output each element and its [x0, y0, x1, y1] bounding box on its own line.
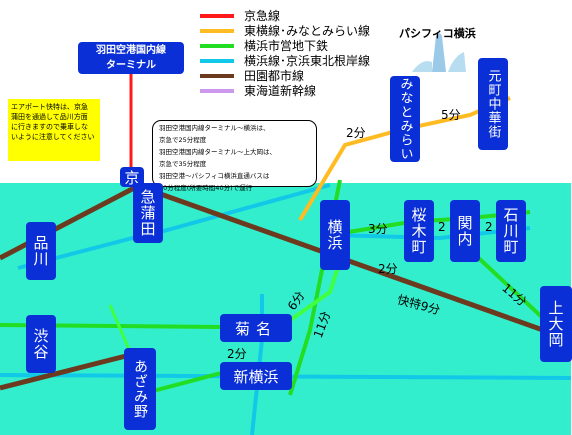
station-ishikawacho[interactable]: 石川町 [496, 200, 526, 262]
station-sakuragicho[interactable]: 桜木町 [404, 200, 434, 262]
station-shibuya[interactable]: 渋谷 [26, 315, 56, 373]
legend-swatch [200, 14, 234, 18]
denentoshi-line [0, 353, 127, 391]
pacifico-yokohama-label: パシフィコ横浜 [399, 27, 476, 40]
legend-item-jr: 横浜線･京浜東北根岸線 [200, 53, 440, 69]
legend-item-shinkansen: 東海道新幹線 [200, 83, 440, 99]
time-kikuna-shinyokohama: 2分 [227, 347, 247, 361]
legend-label: 東横線･みなとみらい線 [244, 24, 371, 38]
legend-label: 京急線 [244, 9, 281, 23]
station-keikyu-kamata-top[interactable]: 京 [120, 167, 144, 187]
station-kikuna[interactable]: 菊名 [220, 314, 292, 342]
legend-item-denentoshi: 田園都市線 [200, 68, 440, 84]
time-kannai-ishikawacho: 2 [485, 220, 493, 234]
terminal-label-line2: ターミナル [106, 60, 156, 71]
station-kannai[interactable]: 関内 [450, 200, 480, 262]
time-yokohama-minatomirai: 2分 [346, 126, 366, 140]
legend-swatch [200, 59, 234, 63]
legend-item-toyoko: 東横線･みなとみらい線 [200, 23, 440, 39]
station-azamino[interactable]: あざみ野 [124, 348, 156, 430]
legend-swatch [200, 89, 234, 93]
travel-time-note: 羽田空港国内線ターミナル～横浜は、 京急で25分程度 羽田空港国内線ターミナル～… [152, 120, 317, 192]
station-shin-yokohama[interactable]: 新横浜 [220, 362, 292, 390]
legend-swatch [200, 44, 234, 48]
legend-swatch [200, 74, 234, 78]
time-yokohama-kamiooka: 2分 [378, 262, 398, 276]
station-minatomirai[interactable]: みなとみらい [390, 76, 420, 162]
station-shinagawa[interactable]: 品川 [26, 222, 56, 280]
station-keikyu-kamata[interactable]: 急蒲田 [133, 183, 163, 243]
subway-ishikawa-kamiooka [468, 248, 547, 322]
station-yokohama[interactable]: 横浜 [320, 200, 350, 270]
legend-item-subway: 横浜市営地下鉄 [200, 38, 440, 54]
time-minatomirai-motomachi: 5分 [441, 108, 461, 122]
legend-label: 田園都市線 [244, 69, 305, 83]
time-sakuragicho-kannai: 2 [438, 220, 446, 234]
time-yokohama-sakuragicho: 3分 [368, 222, 388, 236]
station-motomachi-chukagai[interactable]: 元町中華街 [478, 58, 508, 150]
legend-label: 横浜市営地下鉄 [244, 39, 329, 53]
legend-item-keikyu: 京急線 [200, 8, 440, 24]
airport-express-warning: エアポート快特は、京急 蒲田を通過して品川方面 に行きますので乗車しな いように… [8, 99, 100, 161]
terminal-label-line1: 羽田空港国内線 [96, 45, 166, 56]
legend-label: 東海道新幹線 [244, 84, 317, 98]
pacifico-yokohama-logo [412, 33, 466, 72]
legend-swatch [200, 29, 234, 33]
haneda-domestic-terminal[interactable]: 羽田空港国内線 ターミナル [78, 42, 184, 74]
station-kamiooka[interactable]: 上大岡 [540, 286, 572, 362]
legend-label: 横浜線･京浜東北根岸線 [244, 54, 371, 68]
